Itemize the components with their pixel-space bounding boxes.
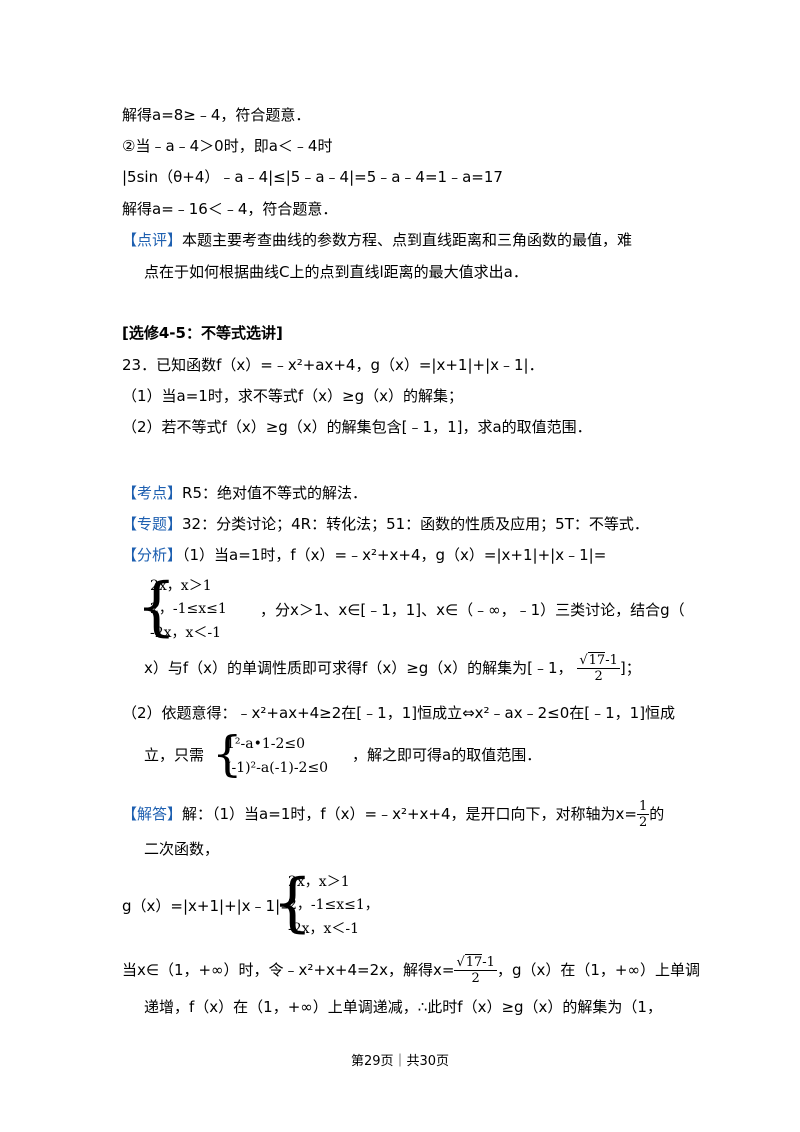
kaodian-line: 【考点】R5：绝对值不等式的解法． bbox=[122, 482, 367, 504]
fenxi-brace: { bbox=[136, 570, 177, 644]
page-footer: 第29页｜共30页 bbox=[350, 1054, 450, 1069]
jieda-tag: 【解答】 bbox=[122, 805, 183, 823]
system-line-2: (-1)²-a(-1)-2≤0 bbox=[226, 760, 329, 776]
comment-tag: 【点评】 bbox=[122, 231, 183, 249]
line-4: 解得a=﹣16＜﹣4，符合题意． bbox=[122, 200, 338, 218]
g-case-1: 2x，x＞1 bbox=[288, 874, 350, 890]
fenxi-part-2c: ，解之即可得a的取值范围． bbox=[352, 746, 542, 764]
line-3: |5sin（θ+4）﹣a﹣4|≤|5﹣a﹣4|=5﹣a﹣4=1﹣a=17 bbox=[122, 168, 503, 186]
zhuanti-tag: 【专题】 bbox=[122, 515, 183, 533]
question-23-part-2: （2）若不等式f（x）≥g（x）的解集包含[﹣1，1]，求a的取值范围． bbox=[122, 418, 592, 436]
fraction: √17-1 2 bbox=[577, 652, 620, 684]
g-case-2: 2，-1≤x≤1， bbox=[288, 897, 379, 913]
fenxi-line-2: x）与f（x）的单调性质即可求得f（x）≥g（x）的解集为[﹣1， √17-1 … bbox=[144, 652, 641, 684]
section-title: [选修4-5：不等式选讲] bbox=[122, 324, 283, 342]
fenxi-part-2b: 立，只需 bbox=[144, 746, 205, 764]
fenxi-case-3: -2x，x＜-1 bbox=[150, 625, 222, 641]
fenxi-mid: ，分x＞1、x∈[﹣1，1]、x∈（﹣∞，﹣1）三类讨论，结合g（ bbox=[260, 601, 685, 619]
system-line-1: 1²-a•1-2≤0 bbox=[226, 736, 306, 752]
system-brace: { bbox=[212, 726, 243, 782]
g-definition: g（x）=|x+1|+|x﹣1|= bbox=[122, 897, 293, 915]
line-1: 解得a=8≥﹣4，符合题意． bbox=[122, 106, 311, 124]
line-2: ②当﹣a﹣4＞0时，即a＜﹣4时 bbox=[122, 137, 333, 155]
fenxi-case-2: 2，-1≤x≤1 bbox=[150, 601, 227, 617]
comment-line-2: 点在于如何根据曲线C上的点到直线l距离的最大值求出a． bbox=[144, 263, 528, 281]
question-23: 23．已知函数f（x）=﹣x²+ax+4，g（x）=|x+1|+|x﹣1|． bbox=[122, 356, 544, 374]
fenxi-case-1: 2x，x＞1 bbox=[150, 578, 212, 594]
g-case-3: -2x，x＜-1 bbox=[288, 921, 360, 937]
fenxi-line: 【分析】（1）当a=1时，f（x）=﹣x²+x+4，g（x）=|x+1|+|x﹣… bbox=[122, 544, 606, 566]
g-brace: { bbox=[272, 866, 313, 940]
zhuanti-line: 【专题】32：分类讨论；4R：转化法；51：函数的性质及应用；5T：不等式． bbox=[122, 513, 649, 535]
fenxi-part-2: （2）依题意得：﹣x²+ax+4≥2在[﹣1，1]恒成立⇔x²﹣ax﹣2≤0在[… bbox=[122, 704, 676, 722]
comment-text: 本题主要考查曲线的参数方程、点到直线距离和三角函数的最值，难 bbox=[182, 231, 633, 249]
zhuanti-text: 32：分类讨论；4R：转化法；51：函数的性质及应用；5T：不等式． bbox=[182, 515, 649, 533]
kaodian-tag: 【考点】 bbox=[122, 484, 183, 502]
kaodian-text: R5：绝对值不等式的解法． bbox=[182, 484, 367, 502]
fenxi-tag: 【分析】 bbox=[122, 546, 183, 564]
jieda-text: 解：（1）当a=1时，f（x）=﹣x²+x+4，是开口向下，对称轴为x= bbox=[182, 805, 637, 823]
fenxi-text: （1）当a=1时，f（x）=﹣x²+x+4，g（x）=|x+1|+|x﹣1|= bbox=[182, 546, 607, 564]
question-23-part-1: （1）当a=1时，求不等式f（x）≥g（x）的解集； bbox=[122, 387, 463, 405]
last-line-2: 递增，f（x）在（1，+∞）上单调递减，∴此时f（x）≥g（x）的解集为（1， bbox=[144, 998, 662, 1016]
comment-line-1: 【点评】本题主要考查曲线的参数方程、点到直线距离和三角函数的最值，难 bbox=[122, 229, 632, 251]
jieda-line-2: 二次函数， bbox=[144, 840, 220, 858]
jieda-line: 【解答】解：（1）当a=1时，f（x）=﹣x²+x+4，是开口向下，对称轴为x=… bbox=[122, 799, 665, 830]
